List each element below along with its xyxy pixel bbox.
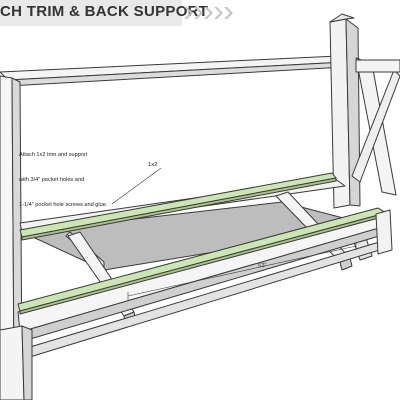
- chevron-right-icon: [204, 7, 213, 19]
- instruction-line: with 3/4" pocket holes and: [19, 177, 85, 184]
- board-callout-label: 1x2: [148, 162, 158, 168]
- side-x-brace-b: [351, 69, 400, 183]
- header-banner: CH TRIM & BACK SUPPORT: [0, 0, 400, 30]
- page-title: CH TRIM & BACK SUPPORT: [0, 3, 209, 20]
- chevron-right-icon: [224, 7, 233, 19]
- chevron-right-icon: [214, 7, 223, 19]
- instruction-note: Attach 1x2 trim and support with 3/4" po…: [19, 134, 107, 218]
- chevron-right-icon: [184, 7, 193, 19]
- instruction-line: Attach 1x2 trim and support: [19, 151, 88, 158]
- chevron-right-icon: [194, 7, 203, 19]
- front-leg-left: [0, 325, 25, 400]
- callout-leader: [111, 167, 162, 205]
- instruction-line: 1-1/4" pocket hole screws and glue.: [19, 202, 108, 209]
- dimension-label: 53": [257, 262, 268, 270]
- banner-background: [0, 0, 182, 26]
- dimension-line: [127, 245, 357, 297]
- front-leg-right: [375, 209, 393, 255]
